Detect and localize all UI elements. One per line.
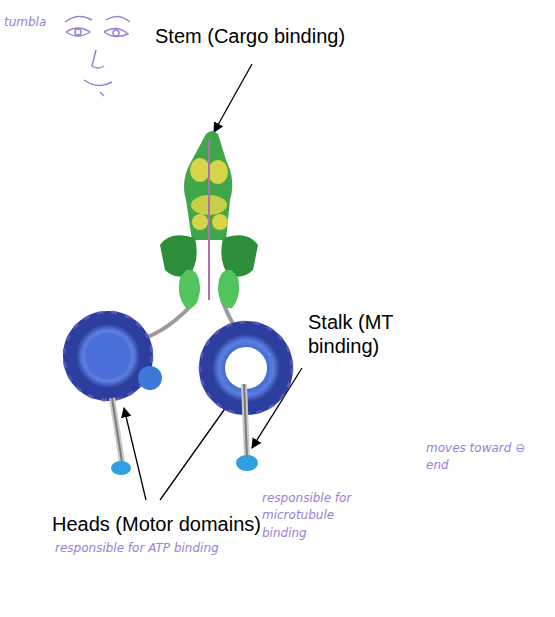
part-label: Stalk (MT binding) [308, 310, 458, 358]
leader-arrows [124, 64, 302, 500]
stem [160, 131, 258, 308]
face-doodle [65, 16, 130, 96]
motor-head [64, 312, 162, 400]
handwritten-note: responsible for microtubule binding [262, 490, 362, 542]
handwritten-note: responsible for ATP binding [55, 540, 245, 557]
handwritten-note: tumbla [4, 14, 64, 31]
handwritten-note: moves toward ⊖ end [426, 440, 536, 475]
part-label: Stem (Cargo binding) [155, 24, 415, 48]
stalk [111, 384, 258, 475]
